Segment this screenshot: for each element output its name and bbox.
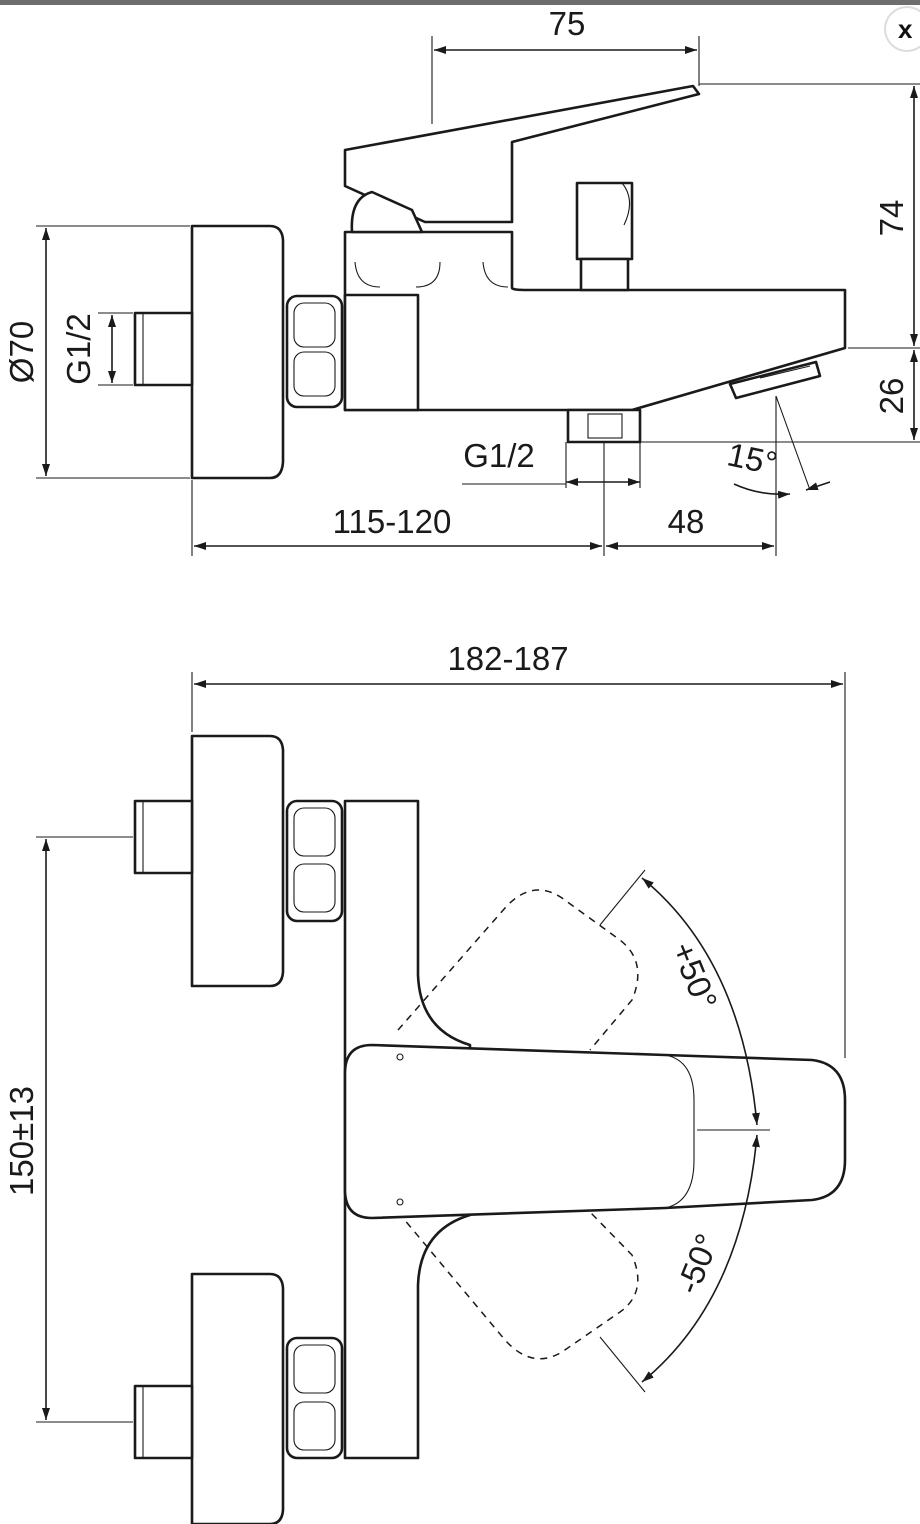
side-mixer-body	[343, 230, 847, 412]
close-button[interactable]: x	[886, 8, 920, 50]
top-border	[0, 0, 920, 5]
dim-minus-50: -50°	[669, 1229, 726, 1299]
dim-diameter-70: Ø70	[3, 321, 40, 383]
plan-lever	[343, 1043, 847, 1220]
dim-115-120: 115-120	[333, 503, 452, 540]
side-view: 75 74 26 Ø70 G1/2 G1/2 15° 115-120 48	[3, 5, 920, 556]
plan-pipe-bottom	[133, 1384, 194, 1460]
rotation-arc-down	[641, 1134, 760, 1383]
dim-26: 26	[873, 378, 910, 415]
dim-150-13: 150±13	[3, 1086, 40, 1196]
dim-plus-50: +50°	[665, 937, 725, 1015]
dim-48: 48	[668, 503, 705, 540]
dim-thread-inlet: G1/2	[60, 313, 97, 385]
plan-lever-ghost-down	[397, 1211, 639, 1360]
dim-74: 74	[873, 200, 910, 237]
side-body-block	[343, 293, 420, 412]
plan-lever-ghost-up	[397, 889, 639, 1051]
dim-75: 75	[549, 5, 586, 42]
plan-nut-top	[285, 799, 344, 923]
plan-pipe-top	[133, 799, 194, 875]
plan-view: 182-187 150±13 +50° -50°	[3, 640, 847, 1524]
plan-nut-bottom	[285, 1336, 344, 1460]
side-diverter-knob	[575, 181, 634, 261]
dim-182-187: 182-187	[447, 640, 568, 677]
rotation-arc-up	[641, 877, 760, 1126]
plan-flange-bottom	[190, 1272, 285, 1524]
dim-thread-outlet: G1/2	[463, 437, 535, 474]
side-lever	[343, 84, 701, 224]
side-inlet-pipe	[133, 311, 194, 387]
side-aerator	[728, 360, 822, 400]
side-outlet	[566, 408, 642, 444]
plan-flange-top	[190, 734, 285, 988]
side-flange	[190, 224, 285, 480]
